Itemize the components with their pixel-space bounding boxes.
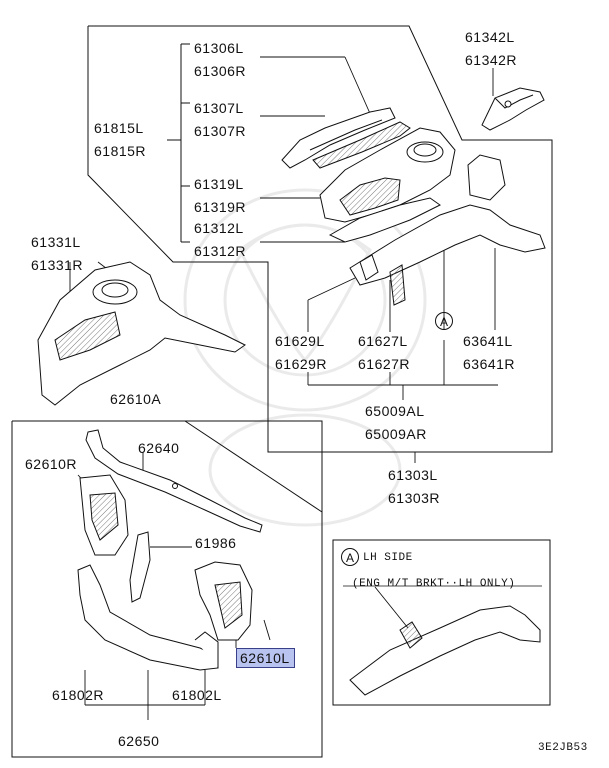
label-61331R: 61331R bbox=[31, 257, 84, 273]
label-61307L: 61307L bbox=[194, 100, 244, 116]
diagram-code: 3E2JB53 bbox=[538, 742, 588, 754]
label-61303L: 61303L bbox=[388, 467, 438, 483]
part-62640-upper-bar[interactable] bbox=[85, 429, 263, 533]
label-63641L: 63641L bbox=[463, 333, 513, 349]
label-62610L-highlighted[interactable]: 62610L bbox=[236, 648, 295, 668]
label-65009AR: 65009AR bbox=[365, 426, 427, 442]
bracket-upper-left bbox=[167, 43, 190, 243]
label-61815R: 61815R bbox=[94, 143, 147, 159]
label-61312R: 61312R bbox=[194, 243, 247, 259]
part-61331-wheelhouse[interactable] bbox=[37, 261, 246, 406]
label-61307R: 61307R bbox=[194, 123, 247, 139]
label-61306R: 61306R bbox=[194, 63, 247, 79]
part-61342-bracket[interactable] bbox=[481, 87, 545, 131]
label-61312L: 61312L bbox=[194, 220, 244, 236]
label-62610R: 62610R bbox=[25, 456, 78, 472]
detail-marker-a: A bbox=[341, 548, 359, 566]
part-62650-lower-support[interactable] bbox=[77, 564, 219, 671]
label-63641R: 63641R bbox=[463, 356, 516, 372]
group-outline-lower bbox=[11, 420, 323, 758]
label-61331L: 61331L bbox=[31, 234, 81, 250]
label-61306L: 61306L bbox=[194, 40, 244, 56]
label-65009AL: 65009AL bbox=[365, 403, 425, 419]
label-61627R: 61627R bbox=[358, 356, 411, 372]
label-61802R: 61802R bbox=[52, 687, 105, 703]
label-61319R: 61319R bbox=[194, 199, 247, 215]
part-62610R[interactable] bbox=[79, 474, 129, 556]
detail-side-member[interactable] bbox=[349, 605, 541, 696]
detail-title: LH SIDE bbox=[363, 552, 413, 564]
label-61815L: 61815L bbox=[94, 120, 144, 136]
label-61342L: 61342L bbox=[465, 29, 515, 45]
label-61342R: 61342R bbox=[465, 52, 518, 68]
label-61986: 61986 bbox=[195, 535, 237, 551]
detail-note: (ENG M/T BRKT··LH ONLY) bbox=[352, 578, 516, 590]
part-upper-apron-assembly[interactable] bbox=[281, 107, 546, 306]
label-61303R: 61303R bbox=[388, 490, 441, 506]
label-61627L: 61627L bbox=[358, 333, 408, 349]
label-62640: 62640 bbox=[138, 440, 180, 456]
group-outline-upper bbox=[87, 25, 553, 453]
label-61802L: 61802L bbox=[172, 687, 222, 703]
watermark bbox=[183, 188, 427, 527]
part-61986[interactable] bbox=[129, 531, 151, 603]
label-61629L: 61629L bbox=[275, 333, 325, 349]
label-62650: 62650 bbox=[118, 733, 160, 749]
leader-lines bbox=[69, 56, 498, 720]
label-62610A: 62610A bbox=[110, 391, 162, 407]
detail-box-a bbox=[332, 539, 551, 706]
label-61629R: 61629R bbox=[275, 356, 328, 372]
label-61319L: 61319L bbox=[194, 176, 244, 192]
marker-a: A bbox=[435, 312, 453, 330]
part-62610L[interactable] bbox=[194, 561, 253, 641]
